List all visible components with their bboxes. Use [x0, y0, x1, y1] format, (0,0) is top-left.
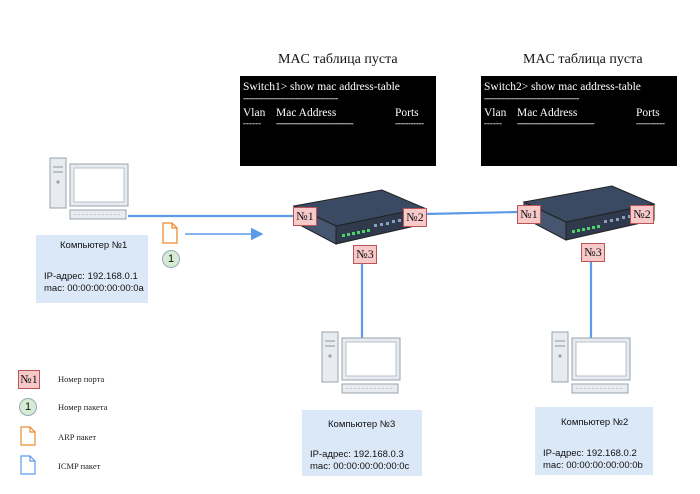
- switch1-table-title: MAC таблица пуста: [278, 52, 398, 67]
- pc2-info-box: Компьютер №2 IP-адрес: 192.168.0.2 mac: …: [535, 407, 653, 475]
- console-col-ports: Ports: [636, 107, 660, 119]
- pc3-ip: IP-адрес: 192.168.0.3: [310, 449, 404, 460]
- legend-packet-label: Номер пакета: [58, 402, 108, 412]
- pc3-computer-icon[interactable]: [320, 330, 404, 396]
- pc3-mac: mac: 00:00:00:00:00:0c: [310, 461, 410, 472]
- switch1-port-2[interactable]: №2: [403, 208, 427, 227]
- console-dash-ports: -----------: [636, 118, 665, 128]
- switch1-port-1[interactable]: №1: [293, 207, 317, 226]
- console-divider: --------------------------------------: [484, 93, 579, 103]
- console-dash-vlan: ------: [243, 118, 261, 128]
- switch2-console: Switch2> show mac address-table --------…: [481, 76, 677, 166]
- packet-number-badge[interactable]: 1: [162, 250, 180, 268]
- switch2-port-2[interactable]: №2: [630, 205, 654, 224]
- pc1-name: Компьютер №1: [60, 240, 128, 251]
- link-switch1-switch2: [424, 210, 519, 216]
- console-command: Switch2> show mac address-table: [484, 81, 641, 93]
- icmp-packet-legend-icon: [20, 455, 36, 475]
- pc1-ip: IP-адрес: 192.168.0.1: [44, 271, 138, 282]
- switch1-console: Switch1> show mac address-table --------…: [240, 76, 436, 166]
- switch2-port-3[interactable]: №3: [581, 243, 605, 262]
- pc2-name: Компьютер №2: [561, 417, 629, 428]
- pc3-name: Компьютер №3: [328, 419, 396, 430]
- legend-icmp-label: ICMP пакет: [58, 461, 101, 471]
- console-col-mac: Mac Address: [517, 107, 578, 119]
- pc1-mac: mac: 00:00:00:00:00:0a: [44, 283, 144, 294]
- pc1-computer-icon[interactable]: [48, 156, 132, 222]
- switch2-icon[interactable]: [516, 180, 656, 250]
- console-dash-mac: -----------------------------------: [517, 118, 595, 128]
- switch2-port-1[interactable]: №1: [517, 205, 541, 224]
- console-command: Switch1> show mac address-table: [243, 81, 400, 93]
- console-col-mac: Mac Address: [276, 107, 337, 119]
- arp-file-icon[interactable]: [161, 222, 179, 244]
- pc2-computer-icon[interactable]: [550, 330, 634, 396]
- legend-packet-sample: 1: [19, 398, 37, 416]
- console-divider: --------------------------------------: [243, 93, 338, 103]
- arp-packet-legend-icon: [20, 426, 36, 446]
- console-col-vlan: Vlan: [243, 107, 266, 119]
- pc3-info-box: Компьютер №3 IP-адрес: 192.168.0.3 mac: …: [302, 410, 422, 476]
- switch1-port-3[interactable]: №3: [353, 245, 377, 264]
- console-dash-ports: -----------: [395, 118, 424, 128]
- console-dash-mac: -----------------------------------: [276, 118, 354, 128]
- legend-port-sample: №1: [18, 370, 40, 389]
- switch2-table-title: MAC таблица пуста: [523, 52, 643, 67]
- legend-arp-label: ARP пакет: [58, 432, 97, 442]
- pc2-ip: IP-адрес: 192.168.0.2: [543, 448, 637, 459]
- console-dash-vlan: ------: [484, 118, 502, 128]
- legend-port-label: Номер порта: [58, 374, 105, 384]
- console-col-vlan: Vlan: [484, 107, 507, 119]
- pc1-info-box: Компьютер №1 IP-адрес: 192.168.0.1 mac: …: [36, 235, 148, 303]
- pc2-mac: mac: 00:00:00:00:00:0b: [543, 460, 643, 471]
- console-col-ports: Ports: [395, 107, 419, 119]
